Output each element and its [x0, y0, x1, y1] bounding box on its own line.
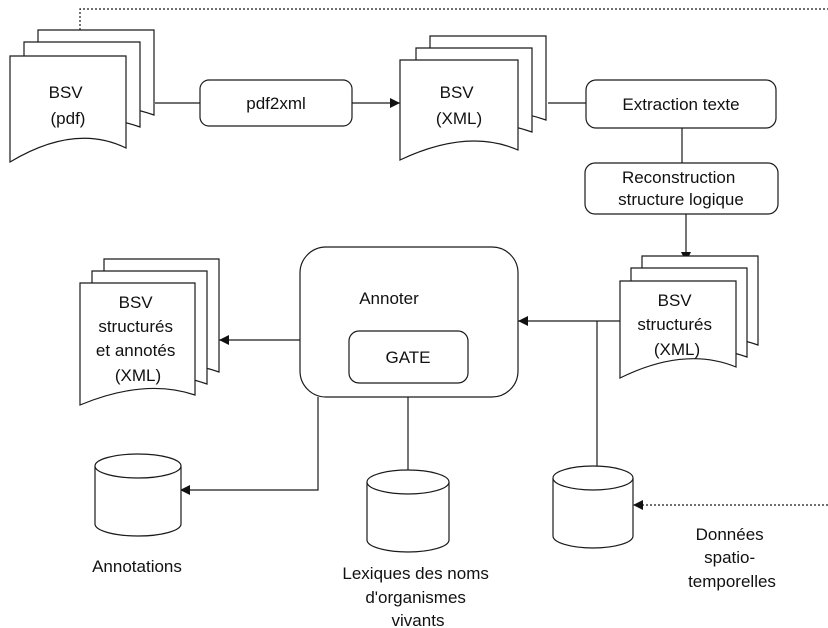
db-spatiotemporal	[552, 465, 634, 549]
process-annotate-label: Annoter	[359, 289, 419, 308]
doc-bsv-annotated	[79, 258, 220, 406]
doc-bsv-structured	[619, 255, 759, 379]
process-extraction-box	[585, 79, 777, 129]
process-reconstruction-box	[584, 162, 779, 215]
arrow-annotate-to-annotations	[180, 397, 319, 495]
process-extraction-label: Extraction texte	[622, 95, 739, 114]
bsv-structured-label: BSV structurés (XML)	[637, 291, 716, 359]
process-reconstruction-label: Reconstruction structure logique	[618, 168, 744, 209]
process-gate-box	[348, 330, 469, 384]
doc-bsv-xml	[399, 35, 547, 161]
db-lexicons-label: Lexiques des noms d'organismes vivants	[342, 564, 493, 628]
bsv-xml-label: BSV (XML)	[436, 83, 482, 128]
db-spatiotemporal-label: Données spatio- temporelles	[688, 525, 776, 591]
process-pdf2xml-label: pdf2xml	[246, 94, 306, 113]
db-annotations	[94, 453, 182, 537]
bsv-pdf-label: BSV (pdf)	[49, 83, 88, 128]
dotted-connector-top	[79, 8, 828, 42]
db-lexicons	[366, 469, 450, 553]
bsv-annotated-label: BSV structurés et annotés (XML)	[96, 293, 180, 385]
doc-bsv-pdf	[9, 29, 155, 164]
process-gate-label: GATE	[385, 348, 430, 367]
process-pdf2xml-box	[199, 79, 353, 127]
db-annotations-label: Annotations	[92, 557, 182, 576]
